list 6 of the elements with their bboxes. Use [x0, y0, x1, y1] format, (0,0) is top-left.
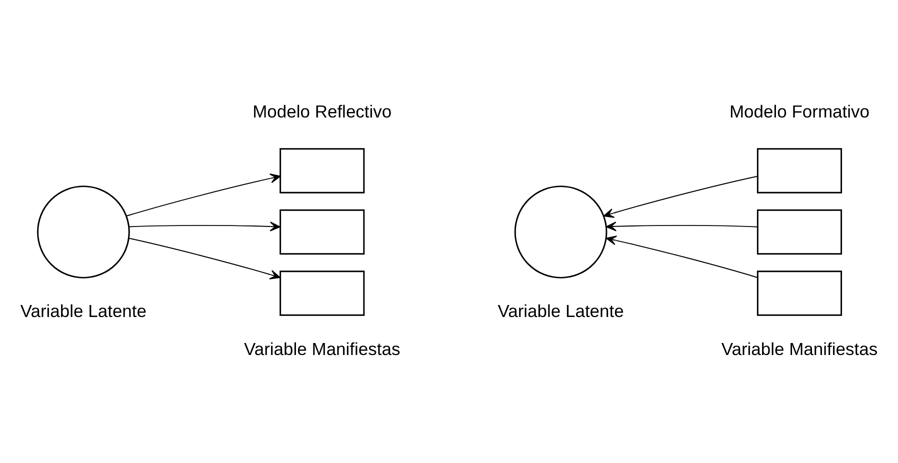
- node-label: Variable Latente: [498, 300, 624, 320]
- label: Modelo Formativo: [729, 101, 870, 122]
- label: Modelo Reflectivo: [252, 101, 392, 122]
- label: Variable Manifiestas: [244, 338, 400, 358]
- label: Variable Manifiestas: [721, 338, 878, 358]
- node-label: Variable Latente: [20, 300, 147, 320]
